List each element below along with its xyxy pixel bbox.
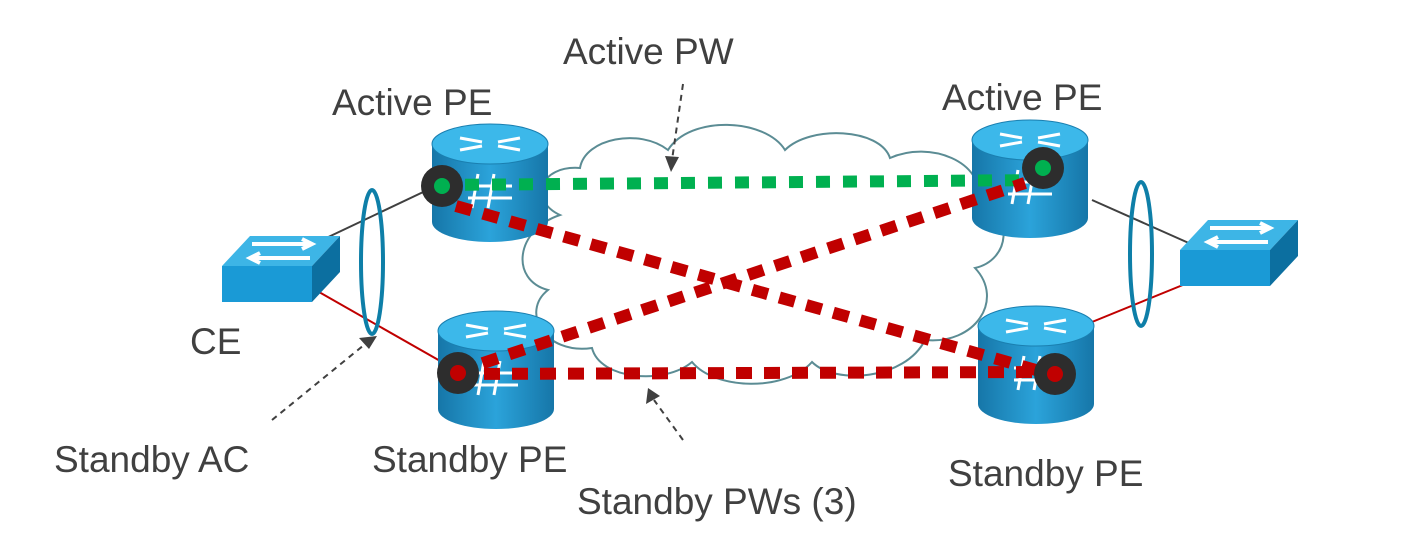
endpoint-active-right-dot [1035, 160, 1051, 176]
label-active-pe-right: Active PE [942, 77, 1103, 118]
active-pw [437, 174, 1044, 191]
pseudowires [437, 174, 1045, 380]
pointer-arrows [271, 83, 684, 441]
arrow-standby-pws [653, 399, 684, 441]
pw-endpoints [421, 147, 1076, 395]
switch-icon [222, 236, 340, 302]
ac-left-standby [311, 287, 457, 371]
label-standby-pe-right: Standby PE [948, 453, 1144, 494]
standby-pw-2 [454, 177, 1027, 378]
arrow-active-pw [671, 83, 684, 161]
label-ce: CE [190, 321, 242, 362]
standby-pw-1 [454, 200, 1045, 378]
label-standby-pws: Standby PWs (3) [577, 481, 857, 522]
switch-icon [1180, 220, 1298, 286]
label-standby-ac: Standby AC [54, 439, 250, 480]
endpoint-standby-right-dot [1047, 366, 1063, 382]
label-active-pe-left: Active PE [332, 82, 493, 123]
endpoint-active-left-dot [434, 178, 450, 194]
ac-right-active [1091, 199, 1201, 249]
redundancy-group-right [1128, 180, 1154, 328]
standby-pw-3 [455, 366, 1044, 380]
router-icon-active-pe-left [431, 123, 549, 242]
label-standby-pe-left: Standby PE [372, 439, 568, 480]
label-active-pw: Active PW [563, 31, 734, 72]
endpoint-standby-left-dot [450, 365, 466, 381]
cloud-icon [521, 123, 1005, 385]
arrow-standby-ac [271, 344, 365, 421]
redundancy-group-left [359, 188, 385, 336]
